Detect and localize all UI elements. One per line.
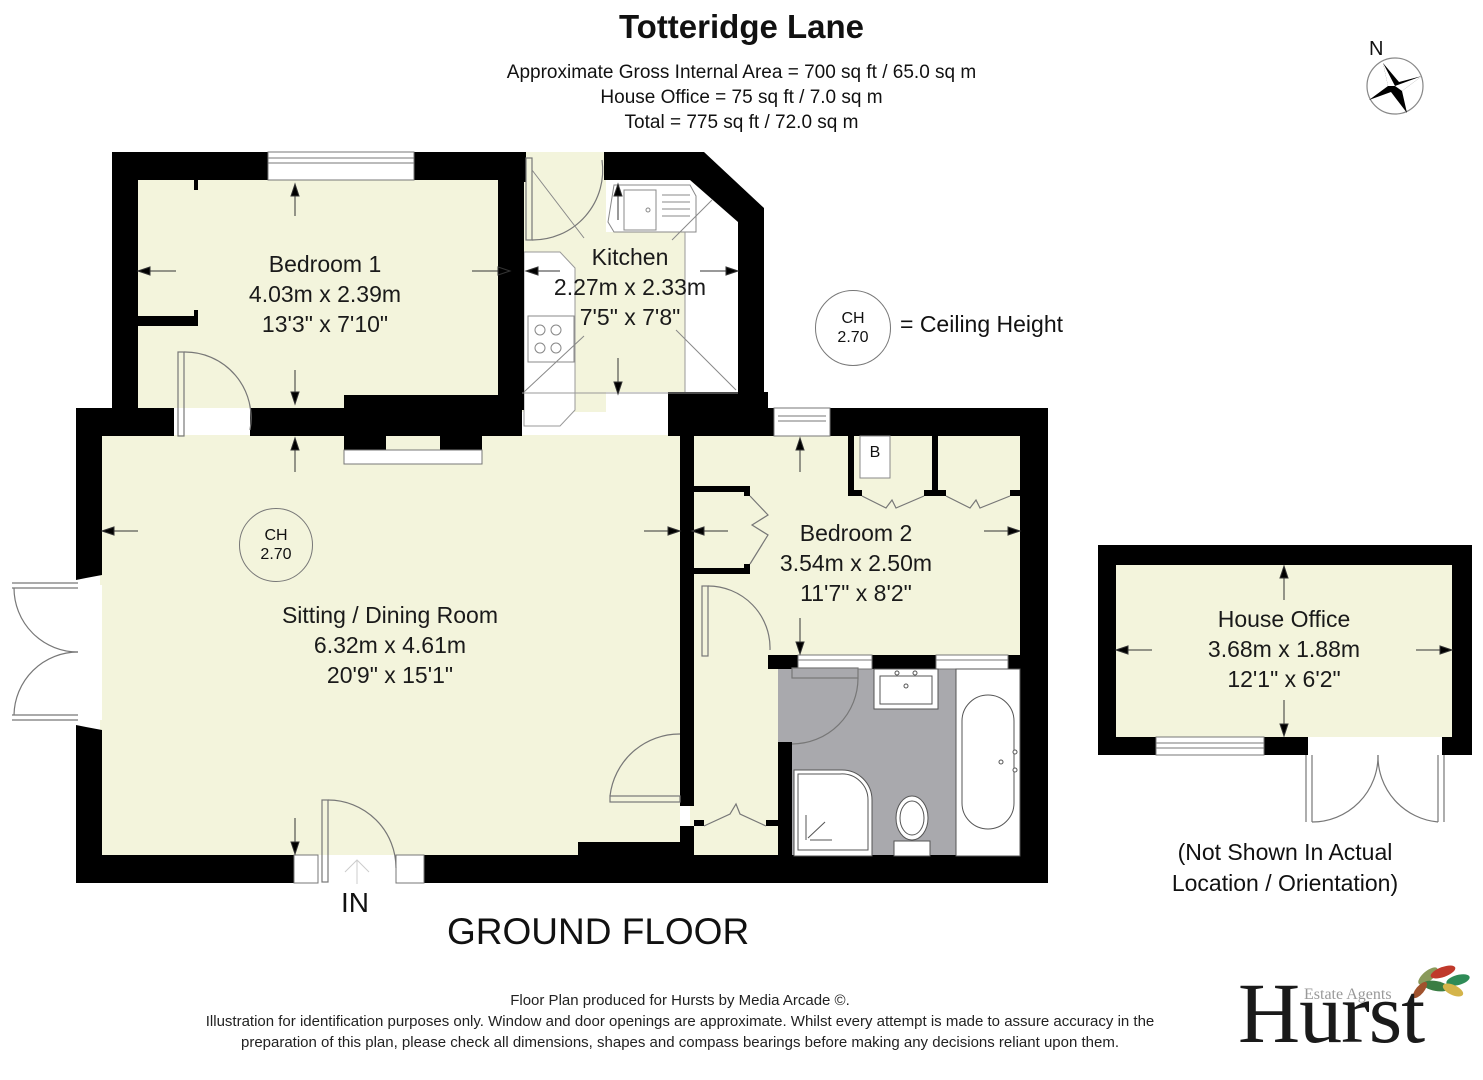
walls — [76, 152, 1472, 883]
office-area-line: House Office = 75 sq ft / 7.0 sq m — [600, 87, 883, 108]
ceiling-height-legend-circle: CH 2.70 — [815, 290, 891, 366]
leaves-icon — [1412, 965, 1470, 999]
gross-area-line: Approximate Gross Internal Area = 700 sq… — [506, 62, 977, 83]
legend-ch-code: CH — [841, 310, 865, 327]
room-name: Bedroom 2 — [799, 520, 913, 546]
hob-icon — [527, 315, 575, 363]
footer-line-1: Floor Plan produced for Hursts by Media … — [510, 992, 850, 1009]
room-imperial: 11'7" x 8'2" — [800, 580, 912, 606]
room-kitchen: Kitchen 2.27m x 2.33m 7'5" x 7'8" — [520, 242, 740, 332]
floor-label: GROUND FLOOR — [447, 911, 750, 952]
ceiling-height-marker: CH 2.70 — [239, 508, 313, 582]
footer-line-3: preparation of this plan, please check a… — [240, 1034, 1119, 1051]
room-name: House Office — [1217, 606, 1351, 632]
boiler-label: B — [869, 444, 881, 461]
sink-icon — [623, 189, 657, 231]
plan-title: Totteridge Lane — [618, 8, 865, 45]
room-name: Sitting / Dining Room — [281, 602, 499, 628]
room-bedroom-1: Bedroom 1 4.03m x 2.39m 13'3" x 7'10" — [200, 249, 450, 339]
entrance-label: IN — [341, 887, 369, 918]
ch-value: 2.70 — [260, 546, 292, 563]
footer-line-2: Illustration for identification purposes… — [205, 1013, 1155, 1030]
office-note-line-2: Location / Orientation) — [1171, 870, 1399, 896]
total-area-line: Total = 775 sq ft / 72.0 sq m — [624, 112, 859, 133]
room-metric: 3.54m x 2.50m — [779, 550, 933, 576]
kitchen-fixtures — [522, 169, 738, 394]
ceiling-height-legend-text: = Ceiling Height — [900, 311, 1064, 337]
room-metric: 6.32m x 4.61m — [313, 632, 467, 658]
room-bedroom-2: Bedroom 2 3.54m x 2.50m 11'7" x 8'2" — [740, 518, 972, 608]
logo-tagline: Estate Agents — [1304, 986, 1392, 1003]
dimension-arrows — [100, 182, 1454, 856]
ch-code: CH — [264, 527, 288, 544]
bathroom-fixtures — [793, 668, 1021, 857]
office-note-line-1: (Not Shown In Actual — [1177, 839, 1393, 865]
room-imperial: 7'5" x 7'8" — [579, 304, 681, 330]
compass-north-label: N — [1369, 38, 1384, 60]
disclaimer-footer: Floor Plan produced for Hursts by Media … — [130, 990, 1230, 1053]
room-name: Bedroom 1 — [268, 251, 382, 277]
doors — [12, 157, 1445, 883]
office-note: (Not Shown In Actual Location / Orientat… — [1120, 837, 1450, 899]
room-sitting-dining: Sitting / Dining Room 6.32m x 4.61m 20'9… — [230, 600, 550, 690]
room-imperial: 20'9" x 15'1" — [326, 662, 454, 688]
room-metric: 4.03m x 2.39m — [248, 281, 402, 307]
room-imperial: 12'1" x 6'2" — [1227, 666, 1341, 692]
windows — [267, 151, 1265, 884]
shower-icon — [793, 769, 873, 857]
room-name: Kitchen — [591, 244, 669, 270]
room-house-office: House Office 3.68m x 1.88m 12'1" x 6'2" — [1164, 604, 1404, 694]
room-imperial: 13'3" x 7'10" — [261, 311, 389, 337]
boiler-icon — [859, 435, 891, 479]
room-metric: 2.27m x 2.33m — [553, 274, 707, 300]
hurst-logo: Estate Agents Hurst — [1238, 960, 1478, 1060]
compass-icon — [1366, 57, 1424, 115]
area-summary: Approximate Gross Internal Area = 700 sq… — [0, 60, 1483, 135]
logo-wordmark: Hurst — [1238, 965, 1425, 1061]
legend-ch-value: 2.70 — [837, 329, 869, 346]
room-metric: 3.68m x 1.88m — [1207, 636, 1361, 662]
entrance-arrow-icon — [344, 859, 370, 884]
